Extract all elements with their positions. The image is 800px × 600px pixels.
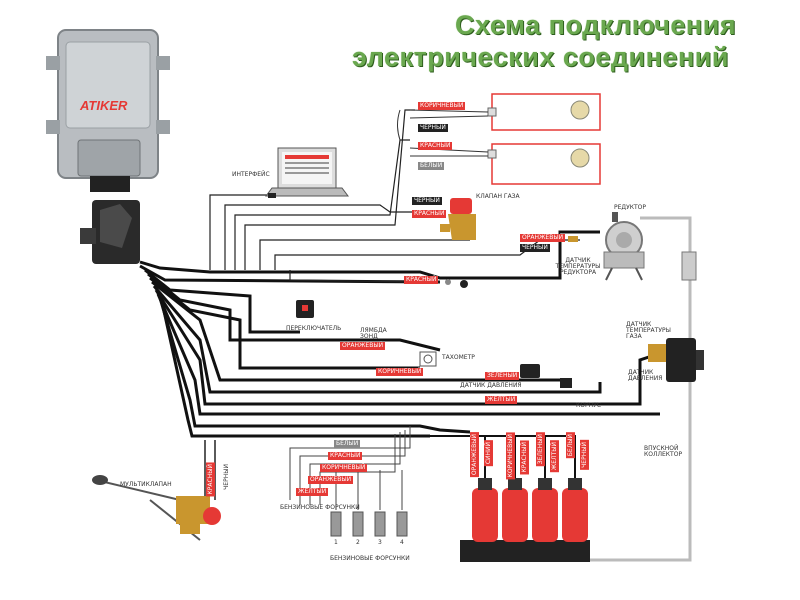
gas-injector-rail (460, 478, 590, 562)
wire-label-black-temp: ЧЕРНЫЙ (520, 244, 550, 252)
label-pressure-sensor: ДАТЧИК ДАВЛЕНИЯ (460, 382, 522, 389)
label-injectors-note: БЕНЗИНОВЫЕ ФОРСУНКИ (280, 504, 360, 511)
wire-label-injector-4: ОРАНЖЕВЫЙ (308, 476, 354, 484)
wire-label-brown-tach: КОРИЧНЕВЫЙ (376, 368, 424, 376)
gas-valve (440, 198, 476, 240)
vlabel-gas-inj-4b: ЧЕРНЫЙ (580, 440, 589, 470)
gas-hose (590, 216, 692, 562)
vlabel-gas-inj-3: ЗЕЛЕНЫЙ (536, 432, 545, 467)
interface-plug (268, 193, 276, 198)
laptop (265, 147, 349, 197)
ecu-brand: ATIKER (80, 98, 128, 113)
label-body: КОРПУС (576, 402, 601, 409)
tachometer-icon (419, 351, 437, 367)
filter (681, 251, 697, 281)
injector-number-1: 1 (334, 539, 338, 546)
injector-number-4: 4 (400, 539, 404, 546)
wire-label-black-valve: ЧЕРНЫЙ (412, 197, 442, 205)
vlabel-multivalve-black: ЧЕРНЫЙ (223, 464, 230, 490)
vlabel-gas-inj-1: ОРАНЖЕВЫЙ (470, 432, 479, 478)
wire-label-orange: ОРАНЖЕВЫЙ (520, 234, 566, 242)
label-intake: ВПУСКНОЙ КОЛЛЕКТОР (644, 445, 683, 458)
wire-label-brown: КОРИЧНЕВЫЙ (418, 102, 466, 110)
label-lambda: ЛЯМБДА ЗОНД (360, 327, 387, 340)
label-multivalve: МУЛЬТИКЛАПАН (120, 481, 172, 488)
label-valve: КЛАПАН ГАЗА (476, 193, 520, 200)
wire-label-injector-3: КОРИЧНЕВЫЙ (320, 464, 368, 472)
label-tachometer: ТАХОМЕТР (442, 354, 475, 361)
wire-label-injector-5: ЖЕЛТЫЙ (296, 488, 329, 496)
wire-label-white: БЕЛЫЙ (418, 162, 445, 170)
injector-number-2: 2 (356, 539, 360, 546)
wire-label-red-valve: КРАСНЫЙ (412, 210, 447, 218)
wire-label-orange-lambda: ОРАНЖЕВЫЙ (340, 342, 386, 350)
wire-label-red-mid: КРАСНЫЙ (404, 276, 439, 284)
label-gas-temp-sensor: ДАТЧИК ТЕМПЕРАТУРЫ ГАЗА (626, 321, 671, 340)
harness (139, 230, 671, 438)
wire-label-injector-1: БЕЛЫЙ (334, 440, 361, 448)
label-reducer: РЕДУКТОР (614, 204, 647, 211)
main-connector (80, 200, 140, 264)
label-interface: ИНТЕРФЕЙС (232, 171, 270, 178)
vlabel-gas-inj-2: КОРИЧНЕВЫЙ (506, 432, 515, 480)
injector-number-3: 3 (378, 539, 382, 546)
sensor-box-top (487, 93, 601, 131)
multivalve (92, 475, 221, 541)
wire-label-red-top: КРАСНЫЙ (418, 142, 453, 150)
vlabel-gas-inj-3b: ЖЕЛТЫЙ (550, 440, 559, 473)
vlabel-gas-inj-2b: КРАСНЫЙ (520, 440, 529, 475)
label-temp-sensor: ДАТЧИК ТЕМПЕРАТУРЫ РЕДУКТОРА (555, 257, 601, 276)
pressure-sensor-device (520, 364, 540, 378)
vlabel-gas-inj-1b: СИНИЙ (484, 440, 493, 467)
reducer (603, 212, 645, 281)
vlabel-gas-inj-4: БЕЛЫЙ (566, 432, 575, 459)
wire-label-injector-2: КРАСНЫЙ (328, 452, 363, 460)
label-petrol-injectors: БЕНЗИНОВЫЕ ФОРСУНКИ (330, 555, 410, 562)
gas-sensor-right (648, 338, 704, 382)
ecu-unit (46, 29, 170, 192)
wire-label-yellow: ЖЕЛТЫЙ (485, 396, 518, 404)
wire-label-black-top: ЧЕРНЫЙ (418, 124, 448, 132)
label-gas-pressure: ДАТЧИК ДАВЛЕНИЯ (628, 369, 663, 382)
vlabel-multivalve-red: КРАСНЫЙ (206, 462, 215, 497)
petrol-injectors (330, 511, 408, 537)
title-line-1: Схема подключения (455, 10, 737, 40)
wire-label-green: ЗЕЛЕНЫЙ (485, 372, 520, 380)
temp-sensor-plug (568, 236, 578, 242)
sensor-box-bottom (487, 143, 601, 185)
label-switch: ПЕРЕКЛЮЧАТЕЛЬ (286, 325, 342, 332)
small-sensor (460, 280, 468, 288)
title-line-2: электрических соединений (352, 42, 729, 72)
